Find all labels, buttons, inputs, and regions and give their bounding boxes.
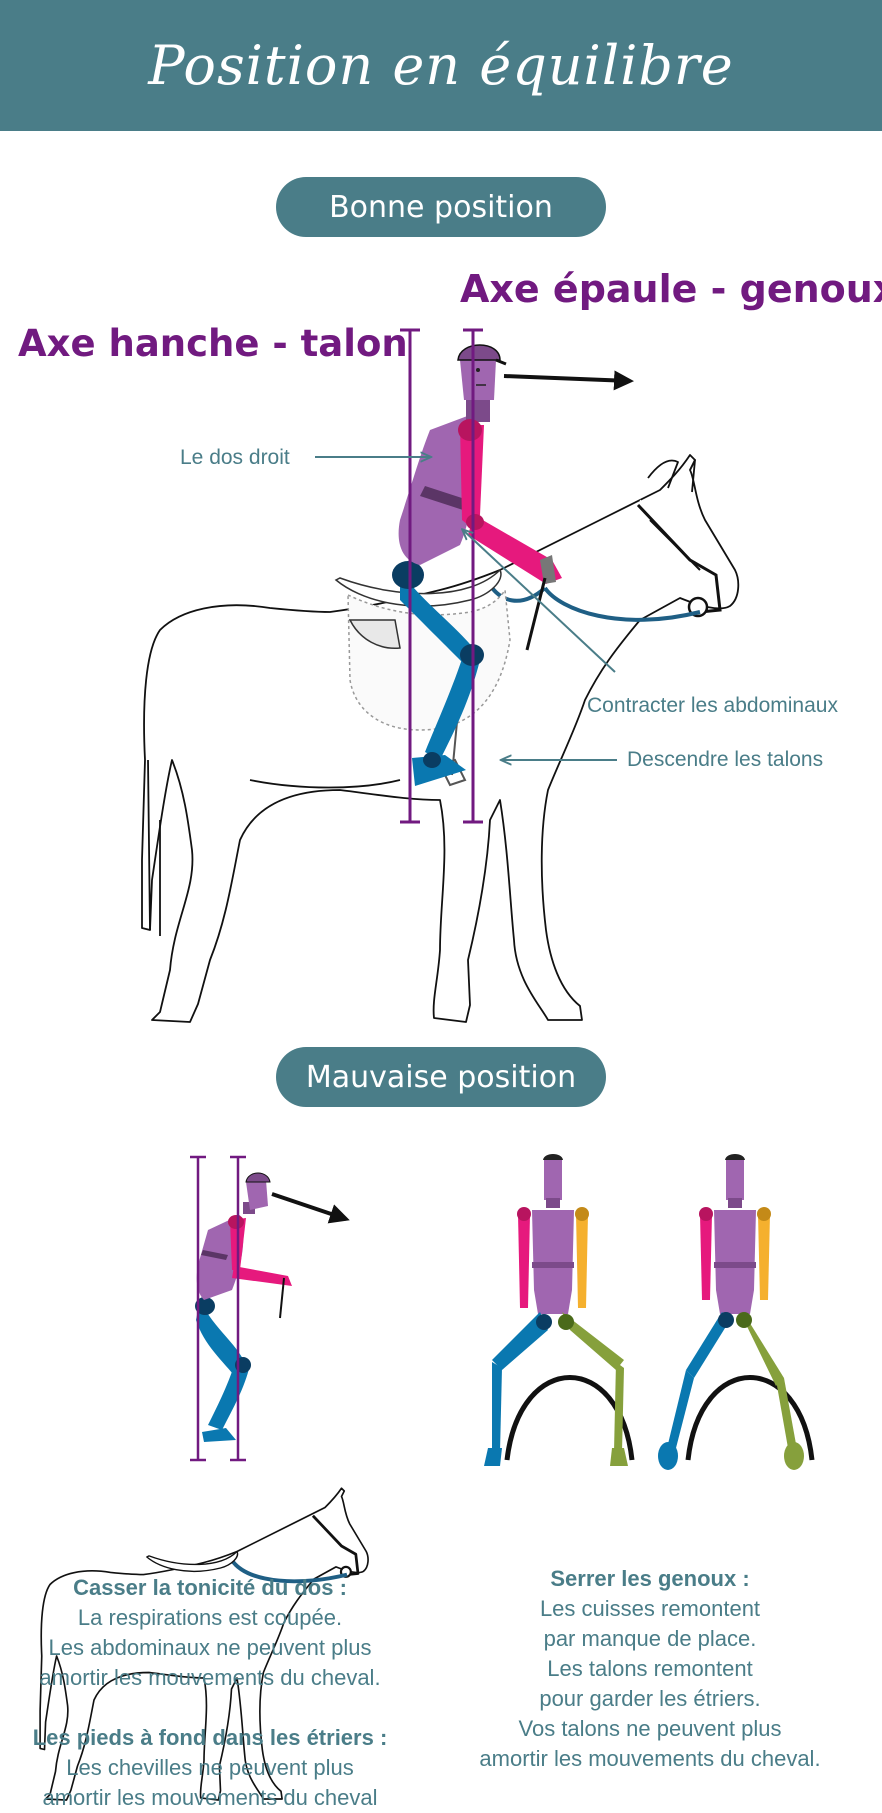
- caption-knees-line: Les talons remontent: [547, 1656, 753, 1681]
- caption-back-line: La respirations est coupée.: [77, 1605, 343, 1630]
- bad-position-badge: Mauvaise position: [276, 1047, 606, 1107]
- axis-lines-bad: [190, 1155, 246, 1462]
- horse-good: [141, 454, 740, 1023]
- header-banner: Position en équilibre: [0, 0, 882, 131]
- horse-bad: [39, 1487, 369, 1801]
- caption-knees-title: Serrer les genoux :: [550, 1566, 750, 1591]
- caption-knees-line: par manque de place.: [543, 1626, 757, 1651]
- caption-feet-line: Les chevilles ne peuvent plus: [66, 1755, 354, 1780]
- caption-back-line: Les abdominaux ne peuvent plus: [48, 1635, 372, 1660]
- gaze-arrow-good: [503, 370, 634, 391]
- caption-back: Casser la tonicité du dos : La respirati…: [0, 1573, 420, 1693]
- caption-knees-line: Les cuisses remontent: [539, 1596, 761, 1621]
- caption-back-title: Casser la tonicité du dos :: [73, 1575, 347, 1600]
- caption-knees: Serrer les genoux : Les cuisses remonten…: [440, 1564, 860, 1774]
- front-figure-left: [484, 1154, 635, 1466]
- caption-feet: Les pieds à fond dans les étriers : Les …: [0, 1723, 420, 1813]
- good-position-badge: Bonne position: [276, 177, 606, 237]
- caption-feet-line: amortir les mouvements du cheval: [42, 1785, 378, 1810]
- axis-shoulder-knee-title: Axe épaule - genoux: [460, 267, 882, 311]
- caption-knees-line: amortir les mouvements du cheval.: [479, 1746, 821, 1771]
- axis-hip-heel-title: Axe hanche - talon: [18, 322, 408, 365]
- front-figure-right: [658, 1154, 815, 1470]
- caption-knees-line: Vos talons ne peuvent plus: [518, 1716, 782, 1741]
- axis-lines-good: [400, 328, 483, 824]
- gaze-arrow-bad: [271, 1192, 350, 1224]
- straight-back-label: Le dos droit: [180, 446, 290, 469]
- caption-back-line: amortir les mouvements du cheval.: [39, 1665, 381, 1690]
- saddle-good: [334, 568, 511, 731]
- abdominals-arrow: [463, 530, 616, 673]
- rider-good: [392, 344, 562, 786]
- caption-knees-line: pour garder les étriers.: [539, 1686, 761, 1711]
- rider-bad: [195, 1172, 292, 1442]
- abdominals-label: Contracter les abdominaux: [587, 694, 838, 717]
- page-title: Position en équilibre: [148, 34, 734, 97]
- heels-label: Descendre les talons: [627, 748, 824, 771]
- caption-feet-title: Les pieds à fond dans les étriers :: [32, 1725, 388, 1750]
